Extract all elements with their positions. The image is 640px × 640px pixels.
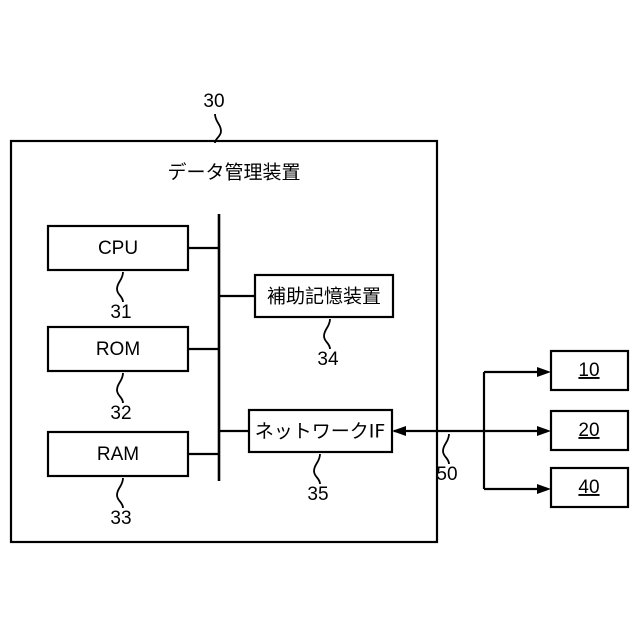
network-arrow-into-network-if <box>392 426 406 436</box>
rom-block-label: ROM <box>96 339 140 360</box>
ref-lead-31 <box>116 271 124 303</box>
external-node-label-10: 10 <box>578 360 599 381</box>
external-node-label-20: 20 <box>578 420 599 441</box>
ref-lead-30 <box>214 113 222 144</box>
arrowhead-node-40 <box>537 484 551 494</box>
ref-label-31: 31 <box>110 302 131 323</box>
ref-lead-33 <box>116 477 124 509</box>
ref-label-34: 34 <box>317 349 339 370</box>
ref-label-33: 33 <box>110 508 131 529</box>
ref-lead-35 <box>313 453 321 485</box>
ref-label-30: 30 <box>203 91 224 112</box>
ram-block-label: RAM <box>97 444 139 465</box>
ref-lead-50 <box>442 433 450 465</box>
auxiliary-storage-block-label: 補助記憶装置 <box>267 286 381 308</box>
external-node-box-40 <box>549 466 630 509</box>
arrowhead-node-10 <box>537 367 551 377</box>
ref-label-32: 32 <box>110 403 131 424</box>
device-title: データ管理装置 <box>167 162 300 184</box>
ref-lead-32 <box>116 372 124 404</box>
ref-label-50: 50 <box>436 464 457 485</box>
external-node-box-10 <box>549 349 630 392</box>
cpu-block-label: CPU <box>98 238 138 259</box>
arrowhead-node-20 <box>537 426 551 436</box>
network-if-block-label: ネットワークIF <box>255 421 386 443</box>
external-node-box-20 <box>549 409 630 452</box>
ref-lead-34 <box>323 318 331 350</box>
external-node-label-40: 40 <box>578 477 599 498</box>
data-management-device-frame <box>9 139 439 544</box>
ref-label-35: 35 <box>307 484 328 505</box>
